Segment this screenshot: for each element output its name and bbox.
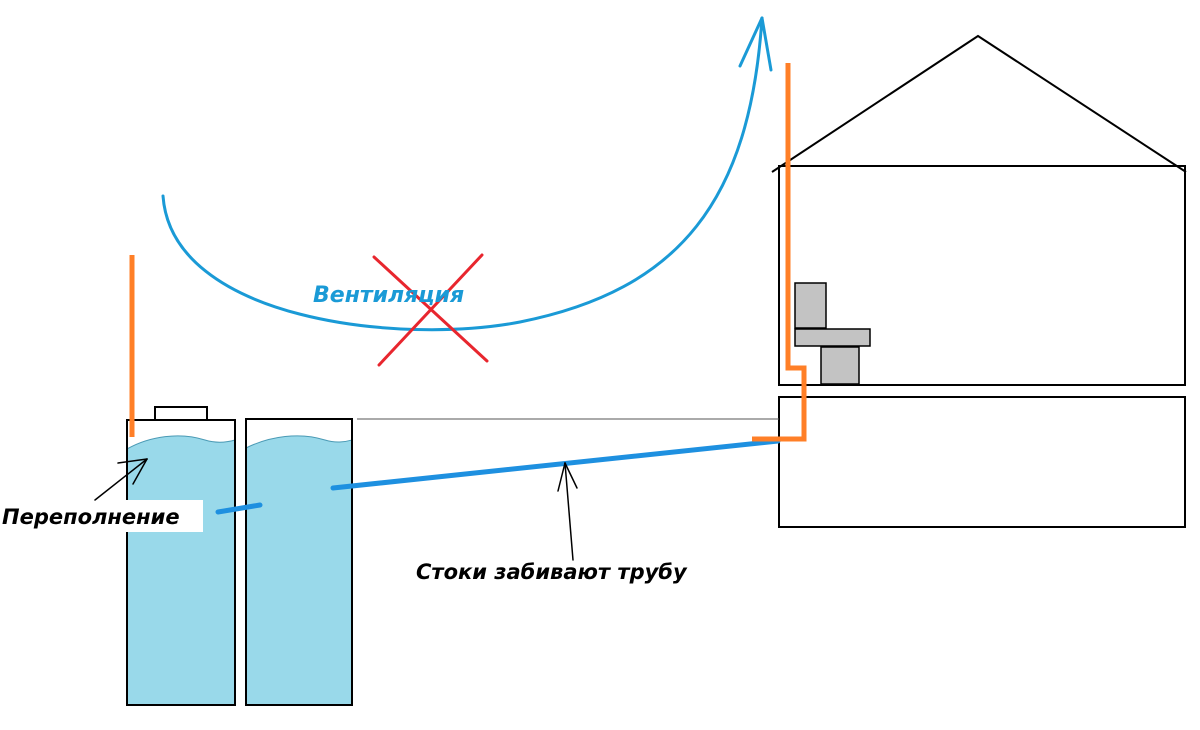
clog-pointer	[557, 462, 578, 561]
cross-stroke-2	[377, 253, 484, 367]
ventilation-flow-curve	[161, 16, 764, 332]
toilet-seat	[794, 328, 871, 347]
septic-chamber-1	[126, 406, 236, 706]
toilet-base	[820, 346, 860, 385]
arrowhead-left	[738, 16, 764, 68]
septic-chamber-2	[245, 418, 353, 706]
overflow-pointer	[94, 458, 148, 501]
ventilation-blocked-cross	[372, 253, 489, 367]
house-basement	[778, 396, 1186, 528]
clog-label: Стоки забивают трубу	[416, 560, 688, 584]
chamber-1-lid	[154, 406, 208, 421]
chamber-1-water-surface	[126, 435, 236, 450]
chamber-2-water	[246, 435, 352, 705]
ventilation-label: Вентиляция	[313, 283, 464, 308]
overflow-label: Переполнение	[2, 505, 180, 529]
chamber-1-water	[127, 435, 235, 705]
house	[771, 34, 1187, 528]
ventilation-arrow	[161, 16, 773, 332]
house-first-floor	[778, 165, 1186, 386]
house-riser-pipe	[752, 63, 807, 442]
drain-pipes	[215, 438, 781, 515]
overflow-label-bg	[0, 500, 203, 532]
arrowhead-right	[760, 16, 773, 72]
chamber-2-outline	[245, 418, 353, 706]
sewer-pipe	[330, 438, 781, 491]
toilet	[794, 282, 871, 385]
vent-pipes	[129, 63, 807, 442]
chamber-2-water-surface	[245, 435, 353, 449]
house-roof	[771, 34, 1187, 173]
toilet-tank	[794, 282, 827, 329]
overflow-pipe	[215, 502, 263, 515]
